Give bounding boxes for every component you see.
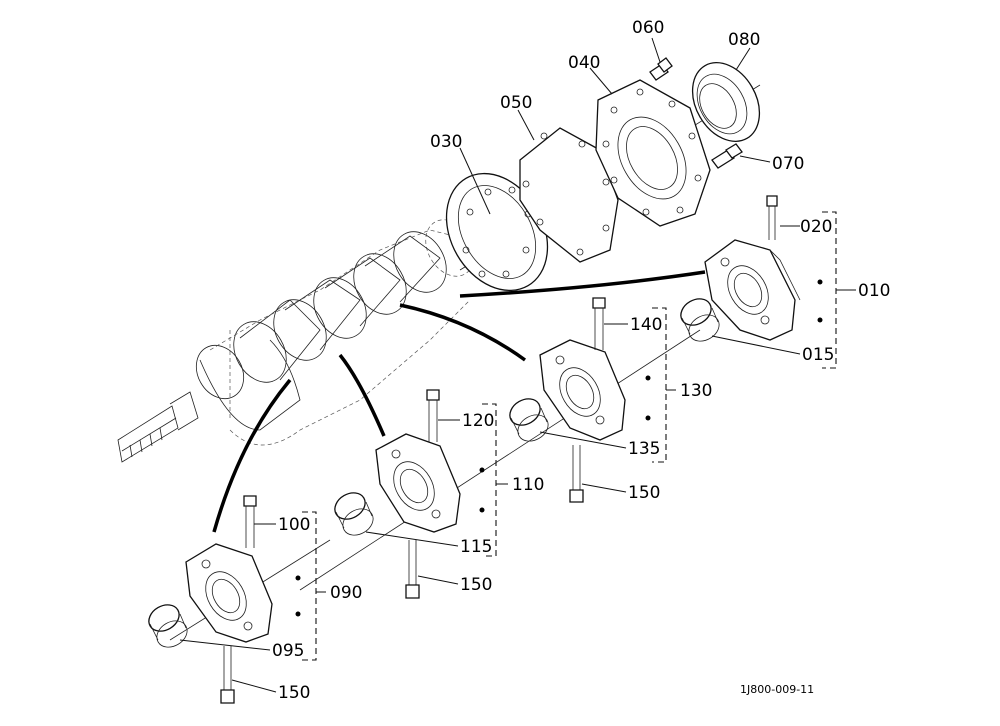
label-110: 110 xyxy=(512,475,544,495)
part-labels: 030 050 040 060 080 070 020 010 015 140 … xyxy=(272,18,890,703)
part-135-bearing xyxy=(509,398,549,442)
label-050: 050 xyxy=(500,93,532,113)
label-070: 070 xyxy=(772,154,804,174)
part-020-bolt xyxy=(766,195,778,240)
label-060: 060 xyxy=(632,18,664,38)
label-030: 030 xyxy=(430,132,462,152)
part-010-bearing-case xyxy=(704,239,801,341)
label-080: 080 xyxy=(728,30,760,50)
label-135: 135 xyxy=(628,439,660,459)
label-115: 115 xyxy=(460,537,492,557)
part-150-bolt-right xyxy=(569,445,584,503)
part-120-bolt xyxy=(426,389,440,442)
part-015-bearing xyxy=(680,298,720,342)
part-110-bearing-case xyxy=(375,433,461,533)
part-080-seal xyxy=(691,62,761,142)
label-040: 040 xyxy=(568,53,600,73)
label-095: 095 xyxy=(272,641,304,661)
part-095-bearing xyxy=(148,604,188,648)
reference-dots xyxy=(295,279,823,617)
part-140-bolt xyxy=(592,297,606,350)
part-040-cover xyxy=(595,79,711,227)
part-050-gasket xyxy=(519,127,619,263)
label-010: 010 xyxy=(858,281,890,301)
part-100-bolt xyxy=(243,495,257,548)
label-090: 090 xyxy=(330,583,362,603)
leader-lines xyxy=(179,37,856,693)
label-120: 120 xyxy=(462,411,494,431)
label-020: 020 xyxy=(800,217,832,237)
label-150-middle: 150 xyxy=(460,575,492,595)
part-150-bolt-middle xyxy=(405,540,420,599)
label-150-right: 150 xyxy=(628,483,660,503)
label-130: 130 xyxy=(680,381,712,401)
label-150-left: 150 xyxy=(278,683,310,703)
part-130-bearing-case xyxy=(539,339,626,441)
part-090-bearing-case xyxy=(185,543,273,643)
part-070-bolt xyxy=(711,143,743,169)
label-015: 015 xyxy=(802,345,834,365)
part-060-bolt xyxy=(649,57,673,81)
drawing-code: 1J800-009-11 xyxy=(740,683,814,696)
label-100: 100 xyxy=(278,515,310,535)
part-115-bearing xyxy=(334,492,374,536)
part-150-bolt-left xyxy=(220,646,235,704)
label-140: 140 xyxy=(630,315,662,335)
assembly-arrows xyxy=(212,270,706,533)
